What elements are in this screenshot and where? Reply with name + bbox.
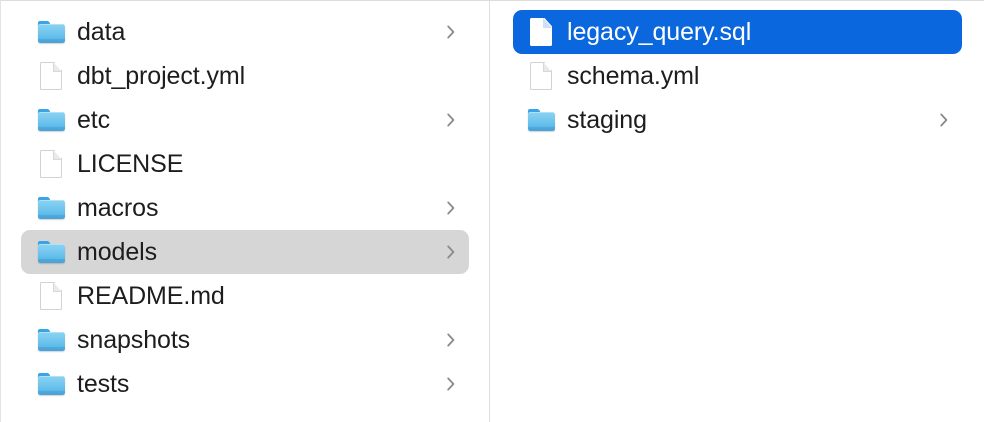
- folder-icon: [37, 193, 65, 223]
- finder-row-folder[interactable]: macros: [21, 186, 469, 230]
- chevron-right-icon[interactable]: [445, 21, 457, 43]
- chevron-right-icon[interactable]: [445, 373, 457, 395]
- finder-row-label: LICENSE: [77, 150, 184, 178]
- chevron-right-icon[interactable]: [445, 241, 457, 263]
- finder-row-label: schema.yml: [567, 62, 700, 90]
- finder-row-label: tests: [77, 370, 130, 398]
- finder-row-folder[interactable]: staging: [513, 98, 962, 142]
- finder-row-label: models: [77, 238, 157, 266]
- finder-row-label: snapshots: [77, 326, 191, 354]
- finder-row-folder[interactable]: snapshots: [21, 318, 469, 362]
- finder-row-label: dbt_project.yml: [77, 62, 246, 90]
- folder-icon: [37, 105, 65, 135]
- finder-row-label: legacy_query.sql: [567, 18, 752, 46]
- finder-row-file[interactable]: LICENSE: [21, 142, 469, 186]
- finder-row-file[interactable]: legacy_query.sql: [513, 10, 962, 54]
- document-icon: [37, 61, 65, 91]
- folder-icon: [37, 17, 65, 47]
- finder-row-folder[interactable]: tests: [21, 362, 469, 406]
- finder-row-file[interactable]: schema.yml: [513, 54, 962, 98]
- folder-icon: [37, 369, 65, 399]
- finder-row-folder[interactable]: models: [21, 230, 469, 274]
- finder-row-file[interactable]: dbt_project.yml: [21, 54, 469, 98]
- finder-row-file[interactable]: README.md: [21, 274, 469, 318]
- chevron-right-icon[interactable]: [445, 197, 457, 219]
- folder-icon: [527, 105, 555, 135]
- chevron-right-icon[interactable]: [938, 109, 950, 131]
- document-icon: [37, 281, 65, 311]
- document-icon: [527, 17, 555, 47]
- finder-row-label: staging: [567, 106, 647, 134]
- finder-column-child[interactable]: legacy_query.sql schema.yml staging: [490, 1, 984, 422]
- folder-icon: [37, 325, 65, 355]
- document-icon: [527, 61, 555, 91]
- finder-row-label: macros: [77, 194, 159, 222]
- finder-row-label: README.md: [77, 282, 225, 310]
- chevron-right-icon[interactable]: [445, 109, 457, 131]
- document-icon: [37, 149, 65, 179]
- finder-row-folder[interactable]: data: [21, 10, 469, 54]
- finder-row-label: etc: [77, 106, 111, 134]
- finder-row-label: data: [77, 18, 126, 46]
- chevron-right-icon[interactable]: [445, 329, 457, 351]
- finder-row-folder[interactable]: etc: [21, 98, 469, 142]
- folder-icon: [37, 237, 65, 267]
